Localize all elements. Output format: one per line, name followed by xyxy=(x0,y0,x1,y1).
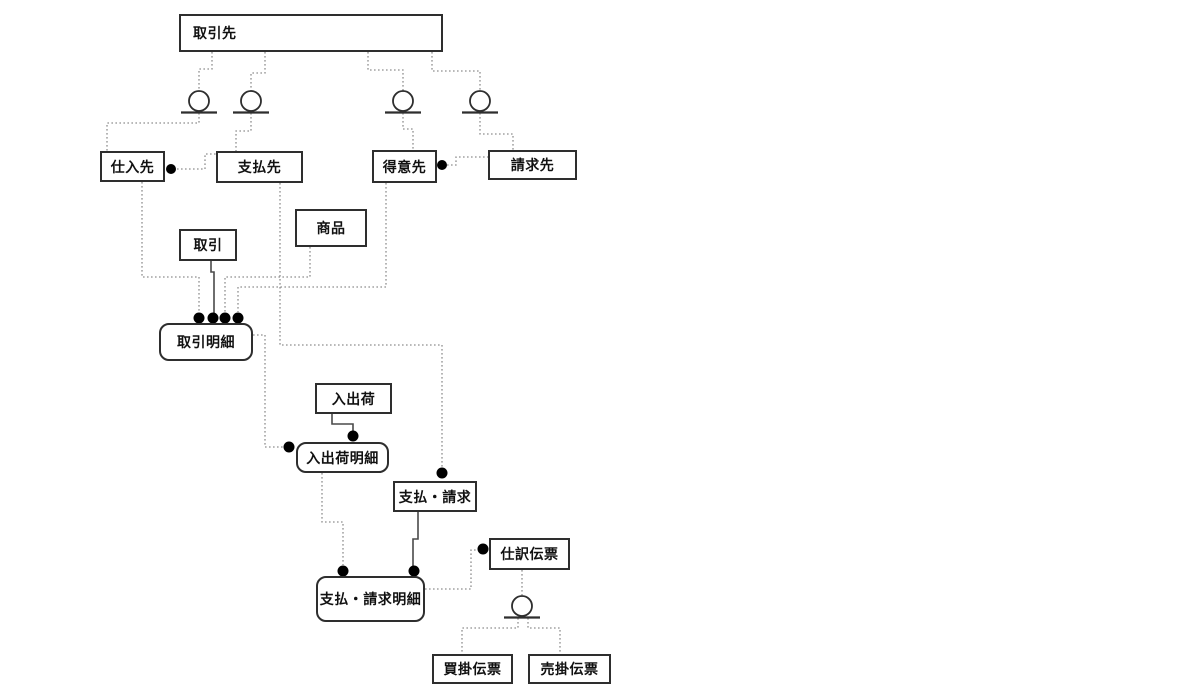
identity-dot-icon xyxy=(337,565,349,577)
connector-shohin-torihikimeisai xyxy=(224,247,311,312)
entity-shiharai-seikyu: 支払・請求 xyxy=(393,481,477,512)
connector-torihikisaki-subset3 xyxy=(367,52,404,91)
entity-seikyusaki: 請求先 xyxy=(488,150,577,180)
connector-shiiresaki-shiharaisaki xyxy=(177,153,216,170)
entity-shohin: 商品 xyxy=(295,209,367,247)
connector-subset5-urikakedenpyo xyxy=(527,618,561,654)
entity-nyushukka-meisai: 入出荷明細 xyxy=(296,442,389,473)
entity-label: 取引先 xyxy=(193,25,237,41)
entity-label: 支払先 xyxy=(237,159,282,175)
connector-shiharaisaki-shiharaiseikyu xyxy=(279,183,443,468)
entity-label: 入出荷 xyxy=(331,390,376,407)
entity-tokuisaki: 得意先 xyxy=(372,150,437,183)
entity-label: 商品 xyxy=(316,220,346,236)
identity-dot-icon xyxy=(437,160,447,170)
identity-dot-icon xyxy=(207,312,219,324)
subset-symbol-icon xyxy=(392,90,414,112)
subset-symbol-icon xyxy=(188,90,210,112)
connector-torihikisaki-subset1 xyxy=(198,52,213,91)
identity-dot-icon xyxy=(477,543,489,555)
identity-dot-icon xyxy=(347,430,359,442)
line-nyushukka-nyushukkameisai xyxy=(331,414,354,432)
entity-label: 支払・請求明細 xyxy=(319,591,422,607)
entity-label: 支払・請求 xyxy=(398,488,472,505)
entity-torihikisaki: 取引先 xyxy=(179,14,443,52)
entity-label: 取引 xyxy=(193,237,223,253)
identity-dot-icon xyxy=(193,312,205,324)
entity-label: 買掛伝票 xyxy=(443,661,502,677)
entity-label: 入出荷明細 xyxy=(306,449,379,466)
entity-shiharaisaki: 支払先 xyxy=(216,151,303,183)
connector-subset3-tokuisaki xyxy=(402,113,414,150)
entity-kaikake-denpyo: 買掛伝票 xyxy=(432,654,513,684)
entity-shiharai-seikyu-meisai: 支払・請求明細 xyxy=(316,576,425,622)
entity-torihiki: 取引 xyxy=(179,229,237,261)
line-torihiki-torihikimeisai xyxy=(210,261,215,314)
connector-torihikisaki-subset4 xyxy=(431,52,481,91)
entity-shiiresaki: 仕入先 xyxy=(100,151,165,182)
identity-dot-icon xyxy=(283,441,295,453)
entity-shiwake-denpyo: 仕訳伝票 xyxy=(489,538,570,570)
connector-shiharaiseikyumeisai-shiwakedenpyo xyxy=(425,549,477,590)
connector-torihikisaki-subset2 xyxy=(250,52,266,91)
identity-dot-icon xyxy=(219,312,231,324)
entity-label: 仕入先 xyxy=(110,158,155,175)
subset-symbol-icon xyxy=(469,90,491,112)
identity-dot-icon xyxy=(408,565,420,577)
connector-tokuisaki-seikyusaki xyxy=(447,156,488,166)
line-shiharaiseikyu-shiharaiseikyumeisai xyxy=(412,512,419,567)
entity-label: 請求先 xyxy=(510,157,555,173)
connector-subset5-kaikakedenpyo xyxy=(461,618,519,654)
connector-tokuisaki-torihikimeisai xyxy=(237,183,387,312)
entity-urikake-denpyo: 売掛伝票 xyxy=(528,654,611,684)
connector-shiiresaki-torihikimeisai xyxy=(141,182,200,312)
connector-subset1-shiiresaki xyxy=(106,113,200,151)
connector-subset4-seikyusaki xyxy=(479,113,514,150)
identity-dot-icon xyxy=(436,467,448,479)
entity-label: 得意先 xyxy=(382,158,427,175)
identity-dot-icon xyxy=(232,312,244,324)
entity-label: 取引明細 xyxy=(177,334,235,350)
entity-label: 売掛伝票 xyxy=(540,661,599,677)
entity-nyushukka: 入出荷 xyxy=(315,383,392,414)
subset-symbol-icon xyxy=(240,90,262,112)
connector-nyushukkameisai-shiharaiseikyumeisai xyxy=(321,473,344,565)
identity-dot-icon xyxy=(166,164,176,174)
connector-subset2-shiharaisaki xyxy=(235,113,252,151)
entity-torihiki-meisai: 取引明細 xyxy=(159,323,253,361)
subset-symbol-icon xyxy=(511,595,533,617)
entity-label: 仕訳伝票 xyxy=(500,546,559,562)
connector-torihikimeisai-nyushukkameisai xyxy=(253,334,283,448)
